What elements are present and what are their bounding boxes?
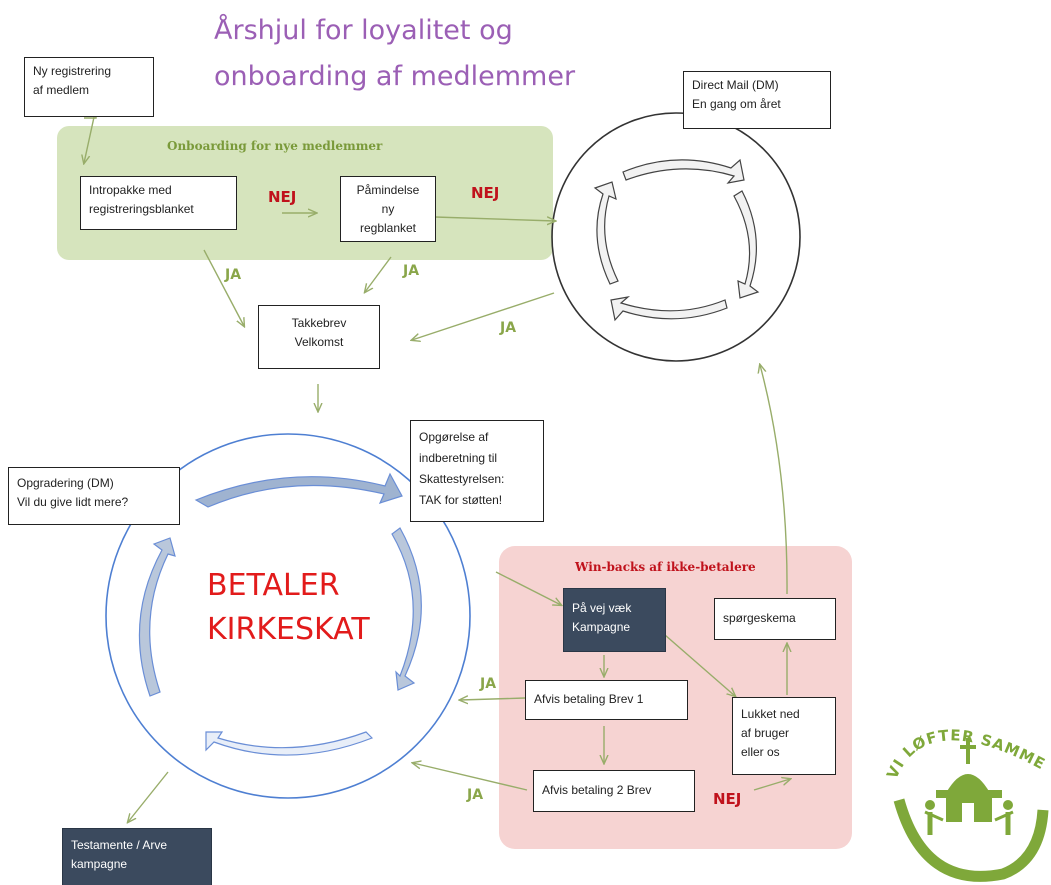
box-line: Vil du give lidt mere?: [17, 495, 129, 509]
box-line: Testamente / Arve: [71, 838, 168, 852]
box-line: af bruger: [741, 726, 790, 740]
kirkeskat-wheel-arrows: [138, 472, 422, 756]
box-line: ny: [381, 202, 395, 216]
box-line: regblanket: [359, 221, 417, 235]
intropakke-box: Intropakke med registreringsblanket: [80, 176, 237, 230]
box-line: Direct Mail (DM): [692, 78, 779, 92]
lukket-box: Lukket ned af bruger eller os: [732, 697, 836, 775]
center-text: BETALER KIRKESKAT: [207, 564, 370, 652]
logo-graphic: [893, 738, 1049, 882]
flow-arrows: [84, 107, 790, 822]
ja-label: JA: [225, 267, 242, 283]
title-line-1: Årshjul for loyalitet og: [214, 15, 513, 46]
box-line: Påmindelse: [356, 183, 420, 197]
nej-label: NEJ: [268, 188, 297, 206]
ja-label: JA: [403, 263, 420, 279]
box-line: registreringsblanket: [89, 202, 194, 216]
box-line: Kampagne: [572, 620, 631, 634]
paa-vej-vaek-box: På vej væk Kampagne: [563, 588, 666, 652]
winback-label: Win-backs af ikke-betalere: [575, 560, 756, 574]
direct-mail-box: Direct Mail (DM) En gang om året: [683, 71, 831, 129]
ny-registrering-box: Ny registrering af medlem: [24, 57, 154, 117]
box-line: Intropakke med: [89, 183, 172, 197]
box-line: Lukket ned: [741, 707, 800, 721]
box-line: kampagne: [71, 857, 128, 871]
box-line: Takkebrev: [291, 316, 347, 330]
afvis-brev-2-box: Afvis betaling 2 Brev: [533, 770, 695, 812]
opgoerelse-box: Opgørelse af indberetning til Skattestyr…: [410, 420, 544, 522]
title-line-2: onboarding af medlemmer: [214, 61, 576, 92]
box-line: indberetning til: [419, 451, 498, 465]
box-line: Velkomst: [294, 335, 344, 349]
ja-label: JA: [500, 320, 517, 336]
box-line: Opgørelse af: [419, 430, 489, 444]
onboarding-label: Onboarding for nye medlemmer: [167, 139, 383, 153]
paamindelse-box: Påmindelse ny regblanket: [340, 176, 436, 242]
ja-label: JA: [480, 676, 497, 692]
opgradering-box: Opgradering (DM) Vil du give lidt mere?: [8, 467, 180, 525]
dm-wheel-circle: [551, 112, 801, 362]
ja-label: JA: [467, 787, 484, 803]
box-line: Afvis betaling 2 Brev: [542, 783, 652, 797]
spoergeskema-box: spørgeskema: [714, 598, 836, 640]
page-title: Årshjul for loyalitet og onboarding af m…: [214, 8, 575, 100]
box-line: En gang om året: [692, 97, 781, 111]
box-line: Opgradering (DM): [17, 476, 114, 490]
dm-wheel-arrows: [593, 158, 760, 322]
box-line: TAK for støtten!: [419, 493, 503, 507]
takkebrev-box: Takkebrev Velkomst: [258, 305, 380, 369]
nej-label: NEJ: [471, 184, 500, 202]
box-line: Ny registrering: [33, 64, 112, 78]
box-line: af medlem: [33, 83, 90, 97]
afvis-brev-1-box: Afvis betaling Brev 1: [525, 680, 688, 720]
nej-label: NEJ: [713, 790, 742, 808]
testamente-box: Testamente / Arve kampagne: [62, 828, 212, 885]
box-line: Afvis betaling Brev 1: [534, 692, 644, 706]
box-line: eller os: [741, 745, 780, 759]
kirkeskat-wheel-circle: [105, 433, 471, 799]
box-line: spørgeskema: [723, 611, 796, 625]
box-line: På vej væk: [572, 601, 632, 615]
center-line-1: BETALER: [207, 568, 340, 603]
box-line: Skattestyrelsen:: [419, 472, 505, 486]
center-line-2: KIRKESKAT: [207, 612, 370, 647]
